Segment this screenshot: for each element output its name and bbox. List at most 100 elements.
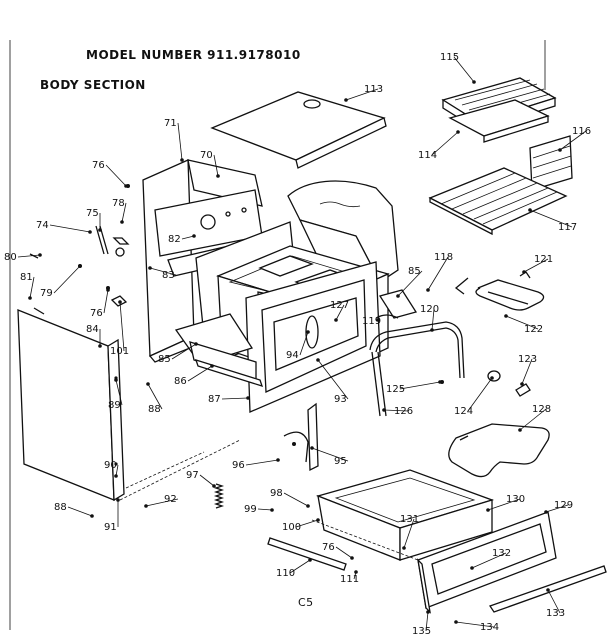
leader-line — [299, 331, 309, 356]
leader-dot — [402, 546, 406, 550]
leader-line — [29, 276, 35, 299]
leader-dot — [146, 382, 150, 386]
leader-dot — [426, 288, 430, 292]
leader-line — [471, 552, 507, 569]
leader-dot — [558, 148, 562, 152]
leader-line — [335, 546, 353, 559]
leader-line — [105, 164, 127, 187]
leader-dot — [486, 508, 490, 512]
part-number-label: 82 — [168, 234, 181, 245]
part-hinge-bracket — [283, 402, 319, 472]
part-number-label: 83 — [162, 270, 175, 281]
part-number-label: 132 — [492, 548, 511, 559]
leader-line — [115, 379, 123, 406]
leader-dot — [88, 230, 92, 234]
part-bottom-rail — [174, 313, 264, 387]
leader-dot — [544, 510, 548, 514]
leader-line — [519, 408, 547, 431]
leader-line — [455, 621, 495, 628]
leader-dot — [212, 484, 216, 488]
section-title: BODY SECTION — [40, 78, 146, 92]
leader-dot — [546, 588, 550, 592]
leader-dot — [344, 98, 348, 102]
leader-dot — [528, 208, 532, 212]
part-number-label: 101 — [110, 346, 129, 357]
part-number-label: 95 — [334, 456, 347, 467]
part-number-label: 116 — [572, 126, 591, 137]
leader-line — [67, 506, 93, 517]
leader-dot — [472, 80, 476, 84]
alignment-lines — [119, 439, 419, 561]
part-number-label: 126 — [394, 406, 413, 417]
leader-dot — [518, 428, 522, 432]
leader-line — [529, 209, 573, 228]
part-number-label: 120 — [420, 304, 439, 315]
part-number-label: 98 — [270, 488, 283, 499]
part-number-label: 90 — [104, 460, 117, 471]
part-number-label: 96 — [232, 460, 245, 471]
part-broil-element — [454, 271, 545, 311]
part-side-panel-large — [17, 309, 125, 502]
leader-dot — [520, 382, 524, 386]
leader-dot — [316, 518, 320, 522]
part-number-label: 91 — [104, 522, 117, 533]
leader-line — [521, 358, 533, 385]
leader-dot — [306, 330, 310, 334]
part-drawer-front — [417, 511, 557, 614]
part-number-label: 113 — [364, 84, 383, 95]
leader-dot — [124, 184, 128, 188]
leader-line — [383, 409, 409, 412]
leader-dot — [106, 288, 110, 292]
part-number-label: 76 — [322, 542, 335, 553]
part-number-label: 86 — [174, 376, 187, 387]
part-number-label: 111 — [340, 574, 359, 585]
part-number-label: 127 — [330, 300, 349, 311]
part-number-label: 93 — [334, 394, 347, 405]
part-number-label: 125 — [386, 384, 405, 395]
leader-dot — [350, 556, 354, 560]
part-number-label: 99 — [244, 504, 257, 515]
leader-line — [467, 377, 493, 412]
part-number-label: 76 — [92, 160, 105, 171]
leader-dot — [144, 504, 148, 508]
leader-line — [453, 56, 475, 83]
part-bake-hardware — [440, 370, 531, 397]
part-spring — [213, 483, 225, 509]
leader-dot — [192, 234, 196, 238]
leader-dot — [456, 130, 460, 134]
part-number-label: 117 — [558, 222, 577, 233]
leader-line — [431, 308, 435, 331]
part-number-label: 135 — [412, 626, 431, 637]
part-number-label: 79 — [40, 288, 53, 299]
leader-line — [545, 504, 569, 513]
leader-dot — [522, 270, 526, 274]
leader-dot — [310, 446, 314, 450]
leader-dot — [396, 294, 400, 298]
part-number-label: 88 — [54, 502, 67, 513]
leader-dot — [454, 620, 458, 624]
part-number-label: 94 — [286, 350, 299, 361]
part-bake-element — [448, 423, 550, 478]
leader-line — [121, 202, 127, 223]
leader-line — [221, 397, 249, 400]
leader-dot — [334, 318, 338, 322]
model-number-title: MODEL NUMBER 911.9178010 — [86, 48, 301, 62]
part-number-label: 129 — [554, 500, 573, 511]
leader-dot — [28, 296, 32, 300]
part-number-label: 92 — [164, 494, 177, 505]
leader-line — [171, 343, 197, 360]
leader-line — [115, 464, 119, 477]
leader-line — [257, 508, 273, 511]
leader-line — [181, 235, 195, 240]
part-number-label: 80 — [4, 252, 17, 263]
leader-dot — [246, 396, 250, 400]
leader-line — [213, 154, 219, 177]
leader-dot — [316, 358, 320, 362]
part-number-label: 84 — [86, 324, 99, 335]
leader-dot — [194, 342, 198, 346]
leader-line — [199, 474, 215, 487]
part-number-label: 123 — [518, 354, 537, 365]
part-number-label: 78 — [112, 198, 125, 209]
leader-dot — [438, 380, 442, 384]
leader-line — [397, 270, 423, 297]
